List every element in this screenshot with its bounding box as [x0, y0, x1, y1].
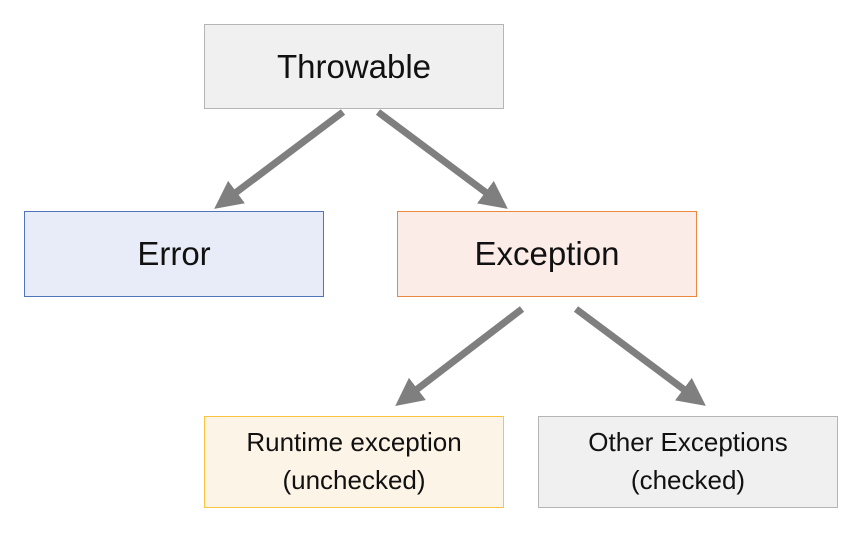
other-exceptions-node: Other Exceptions (checked) — [538, 416, 838, 508]
exception-label: Exception — [474, 235, 620, 272]
arrow-throwable-to-error — [214, 109, 346, 209]
throwable-node: Throwable — [204, 24, 504, 109]
exception-node: Exception — [397, 211, 697, 297]
error-label: Error — [137, 235, 211, 272]
other-exceptions-label: Other Exceptions — [588, 427, 788, 458]
arrow-exception-to-other — [573, 306, 706, 406]
runtime-exception-sublabel: (unchecked) — [282, 465, 426, 495]
arrow-throwable-to-exception — [375, 109, 508, 209]
arrow-exception-to-runtime — [395, 306, 525, 406]
runtime-exception-node: Runtime exception (unchecked) — [204, 416, 504, 508]
throwable-label: Throwable — [276, 47, 432, 85]
error-node: Error — [24, 211, 324, 297]
runtime-exception-label: Runtime exception — [246, 427, 462, 458]
other-exceptions-sublabel: (checked) — [630, 465, 746, 495]
